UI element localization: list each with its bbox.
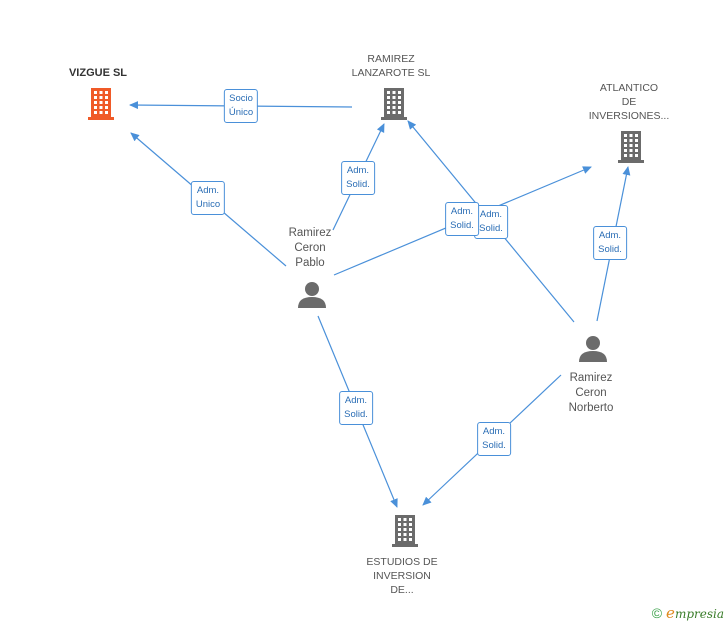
edge-label-norberto-to-estudios[interactable]: Adm. Solid. (477, 422, 511, 456)
edge-label-pablo-to-vizgue[interactable]: Adm. Unico (190, 181, 226, 215)
edges-layer (129, 101, 631, 508)
edge-label-ramirez_lanzarote-to-vizgue[interactable]: Socio Único (223, 89, 259, 123)
building-icon-estudios[interactable] (392, 515, 418, 547)
node-label-vizgue[interactable]: VIZGUE SL (68, 67, 128, 79)
edge-label-norberto-to-ramirez_lanzarote[interactable]: Adm. Solid. (474, 205, 508, 239)
footer-brand[interactable]: ©empresia (652, 604, 724, 622)
brand-name: mpresia (674, 607, 724, 621)
building-icon-atlantico[interactable] (618, 131, 644, 163)
node-label-norberto[interactable]: Ramirez Ceron Norberto (568, 372, 614, 414)
edge-label-pablo-to-ramirez_lanzarote[interactable]: Adm. Solid. (341, 161, 375, 195)
node-label-estudios[interactable]: ESTUDIOS DE INVERSION DE... (366, 556, 438, 596)
brand-initial: e (666, 604, 675, 622)
copyright-symbol: © (651, 605, 663, 621)
building-icon-vizgue[interactable] (88, 88, 114, 120)
person-icon-norberto[interactable] (579, 336, 607, 362)
node-label-ramirez_lanzarote[interactable]: RAMIREZ LANZAROTE SL (351, 53, 431, 79)
icons-layer (88, 88, 644, 547)
node-label-pablo[interactable]: Ramirez Ceron Pablo (288, 227, 332, 269)
edge-label-pablo-to-estudios[interactable]: Adm. Solid. (339, 391, 373, 425)
person-icon-pablo[interactable] (298, 282, 326, 308)
building-icon-ramirez_lanzarote[interactable] (381, 88, 407, 120)
edge-label-pablo-to-atlantico[interactable]: Adm. Solid. (445, 202, 479, 236)
edge-label-norberto-to-atlantico[interactable]: Adm. Solid. (593, 226, 627, 260)
node-label-atlantico[interactable]: ATLANTICO DE INVERSIONES... (588, 82, 670, 122)
